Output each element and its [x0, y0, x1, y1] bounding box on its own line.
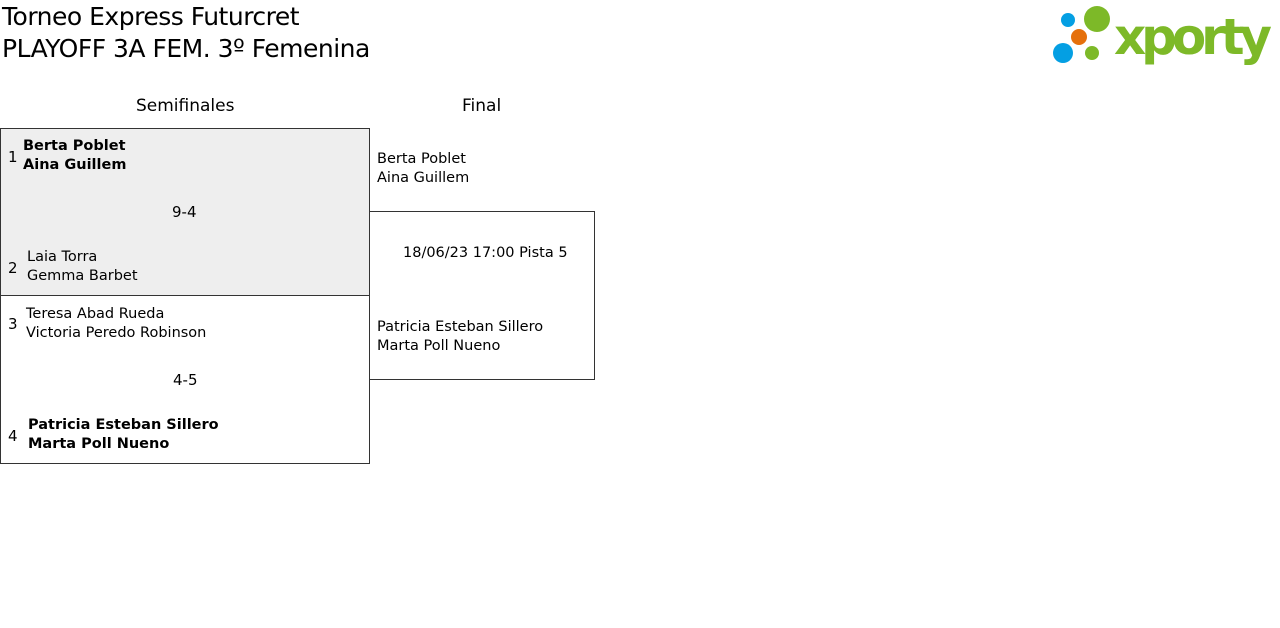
player: Aina Guillem [377, 170, 470, 186]
round-semifinales: Semifinales [136, 96, 235, 116]
match-score: 9-4 [172, 203, 197, 221]
player: Marta Poll Nueno [28, 436, 170, 452]
team: Teresa Abad Rueda Victoria Peredo Robins… [26, 305, 206, 343]
final-team-2: Patricia Esteban Sillero Marta Poll Nuen… [377, 318, 543, 356]
player: Aina Guillem [23, 157, 127, 173]
seed: 2 [8, 259, 18, 277]
player: Patricia Esteban Sillero [28, 417, 219, 433]
semifinal-match-1[interactable]: 1 Berta Poblet Aina Guillem 9-4 2 Laia T… [0, 128, 370, 296]
final-match[interactable]: 18/06/23 17:00 Pista 5 [369, 211, 595, 380]
team: Laia Torra Gemma Barbet [27, 248, 138, 286]
seed: 3 [8, 315, 18, 333]
round-final: Final [462, 96, 502, 116]
svg-text:xporty: xporty [1114, 8, 1272, 66]
team-winner: Patricia Esteban Sillero Marta Poll Nuen… [28, 416, 219, 454]
semifinal-match-2[interactable]: 3 Teresa Abad Rueda Victoria Peredo Robi… [0, 295, 370, 464]
player: Berta Poblet [377, 151, 466, 167]
player: Gemma Barbet [27, 268, 138, 284]
player: Laia Torra [27, 249, 98, 265]
player: Patricia Esteban Sillero [377, 319, 544, 335]
seed: 4 [8, 427, 18, 445]
player: Victoria Peredo Robinson [26, 325, 207, 341]
seed: 1 [8, 148, 18, 166]
player: Marta Poll Nueno [377, 338, 501, 354]
final-team-1: Berta Poblet Aina Guillem [377, 150, 469, 188]
xporty-logo: xporty [1050, 4, 1276, 66]
tournament-title: Torneo Express Futurcret [2, 2, 300, 31]
category-title: PLAYOFF 3A FEM. 3º Femenina [2, 34, 370, 63]
player: Berta Poblet [23, 138, 126, 154]
team-winner: Berta Poblet Aina Guillem [23, 137, 126, 175]
match-schedule: 18/06/23 17:00 Pista 5 [403, 245, 568, 261]
match-score: 4-5 [173, 371, 198, 389]
player: Teresa Abad Rueda [26, 306, 165, 322]
